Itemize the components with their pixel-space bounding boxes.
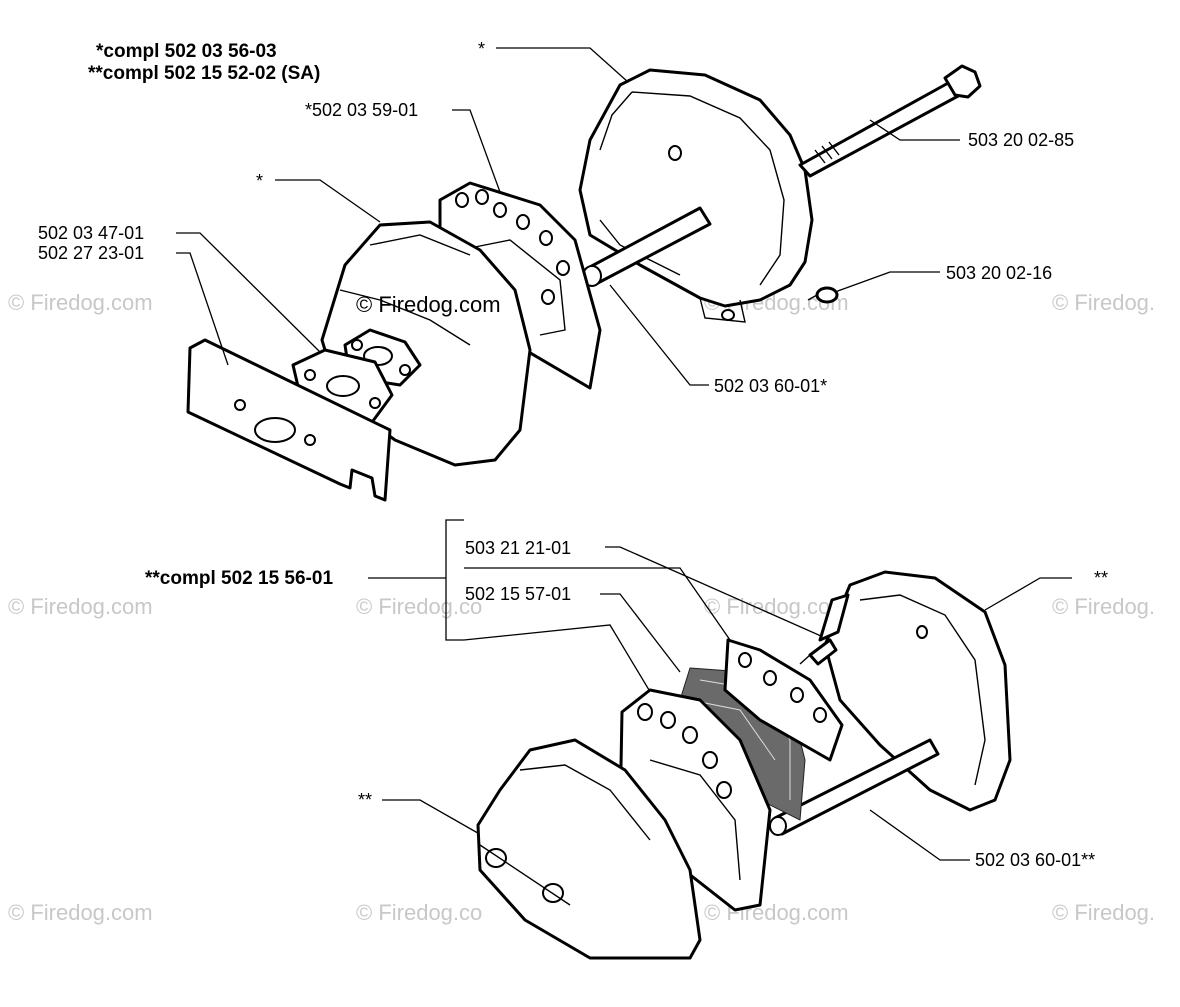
- bolt-503-20-02-85: [798, 64, 982, 178]
- watermark-center: © Firedog.com: [356, 292, 501, 317]
- watermark: © Firedog.com: [8, 290, 153, 315]
- watermark: © Firedog.co: [356, 900, 482, 925]
- label-double-star-right: **: [1094, 568, 1108, 588]
- watermark: © Firedog.com: [8, 594, 153, 619]
- assembly-header-line1: *compl 502 03 56-03: [96, 41, 277, 62]
- label-502-03-60-01-b: 502 03 60-01**: [975, 850, 1095, 870]
- watermark: © Firedog.com: [704, 594, 849, 619]
- assembly-header-line2: **compl 502 15 52-02 (SA): [88, 63, 320, 84]
- label-503-20-02-85: 503 20 02-85: [968, 130, 1074, 150]
- screw-503-21-21-01: [799, 638, 838, 666]
- group-bracket: [368, 519, 1072, 861]
- label-503-20-02-16: 503 20 02-16: [946, 263, 1052, 283]
- screw-503-20-02-16: [807, 286, 839, 304]
- label-502-15-57-01: 502 15 57-01: [465, 584, 571, 604]
- gasket-plate-bottom-rear: [723, 638, 844, 762]
- label-502-27-23-01: 502 27 23-01: [38, 243, 144, 263]
- watermark: © Firedog.: [1052, 900, 1155, 925]
- label-503-21-21-01: 503 21 21-01: [465, 538, 571, 558]
- label-star-mid: *: [256, 171, 263, 191]
- plate-502-27-23-01: [186, 338, 392, 502]
- label-502-03-59-01: *502 03 59-01: [305, 100, 418, 120]
- watermark: © Firedog.co: [356, 594, 482, 619]
- muffler-housing-top: [578, 68, 814, 323]
- watermark: © Firedog.com: [8, 900, 153, 925]
- muffler-cover-bottom: [476, 738, 702, 960]
- spacer-tube-bottom: [769, 738, 940, 836]
- label-double-star-left: **: [358, 790, 372, 810]
- label-502-03-47-01: 502 03 47-01: [38, 223, 144, 243]
- gasket-plate-502-03-59-01: [438, 181, 602, 390]
- leader-lines-top: [176, 47, 960, 386]
- muffler-housing-bottom: [818, 570, 1012, 812]
- watermark: © Firedog.: [1052, 594, 1155, 619]
- label-502-03-60-01-a: 502 03 60-01*: [714, 376, 827, 396]
- label-star-top: *: [478, 39, 485, 59]
- label-compl-502-15-56-01: **compl 502 15 56-01: [145, 568, 333, 589]
- watermark: © Firedog.: [1052, 290, 1155, 315]
